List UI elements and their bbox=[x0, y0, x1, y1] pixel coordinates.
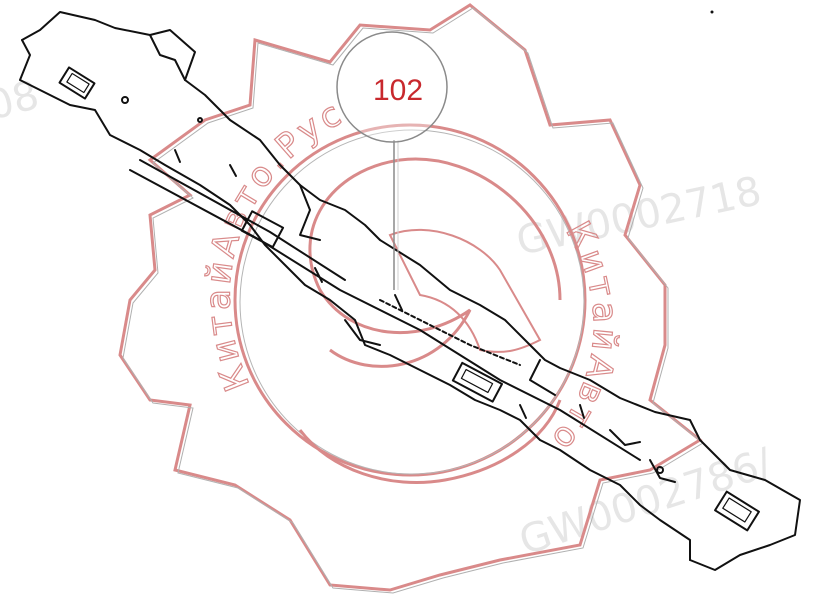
bracket-tab-3 bbox=[344, 319, 381, 346]
bracket-hole-2 bbox=[197, 117, 203, 123]
bracket-tick-2 bbox=[229, 164, 237, 177]
bracket-tab-6 bbox=[649, 459, 676, 483]
bracket-rail-2 bbox=[139, 159, 346, 281]
bracket-part bbox=[19, 11, 801, 571]
bracket-tab-2 bbox=[299, 184, 321, 241]
slot-3 bbox=[451, 361, 504, 403]
gear-outline-icon bbox=[118, 3, 703, 592]
bracket-tick-4 bbox=[394, 294, 403, 311]
callout-label: 102 bbox=[373, 74, 423, 107]
stray-dot bbox=[710, 10, 714, 14]
callout-circle bbox=[336, 31, 448, 143]
slot-1 bbox=[58, 66, 96, 100]
bracket-outline-top bbox=[21, 11, 801, 571]
bracket-tick-3 bbox=[314, 267, 323, 283]
gear-ring-shadow-icon bbox=[239, 129, 585, 475]
gear-ring-icon bbox=[233, 123, 587, 477]
gear-outline-inner-icon bbox=[122, 7, 704, 594]
bracket-tab-4 bbox=[529, 359, 556, 396]
bracket-hole-3 bbox=[656, 466, 664, 474]
wrench-swirl-icon bbox=[308, 157, 562, 368]
bracket-outline-bottom bbox=[19, 39, 691, 561]
watermark-code-2: GW0002786/ bbox=[514, 440, 778, 565]
bracket-rail-3 bbox=[379, 299, 521, 366]
slot-2 bbox=[240, 210, 285, 249]
watermark-gear-logo bbox=[118, 3, 704, 594]
callout-102[interactable]: 102 bbox=[336, 31, 448, 290]
bracket-tick-5 bbox=[519, 404, 527, 419]
bracket-tab-1 bbox=[149, 34, 186, 81]
bracket-tick-6 bbox=[579, 404, 585, 419]
wrench-jaw-icon bbox=[388, 228, 542, 353]
bracket-tab-5 bbox=[609, 429, 641, 446]
watermark-part-codes: GW0002718 GW0002786/ 08 bbox=[0, 72, 778, 564]
swirl-tail-icon bbox=[298, 399, 562, 484]
bracket-hole-1 bbox=[121, 96, 129, 104]
slot-4 bbox=[714, 490, 760, 532]
bracket-tick-1 bbox=[174, 149, 181, 163]
